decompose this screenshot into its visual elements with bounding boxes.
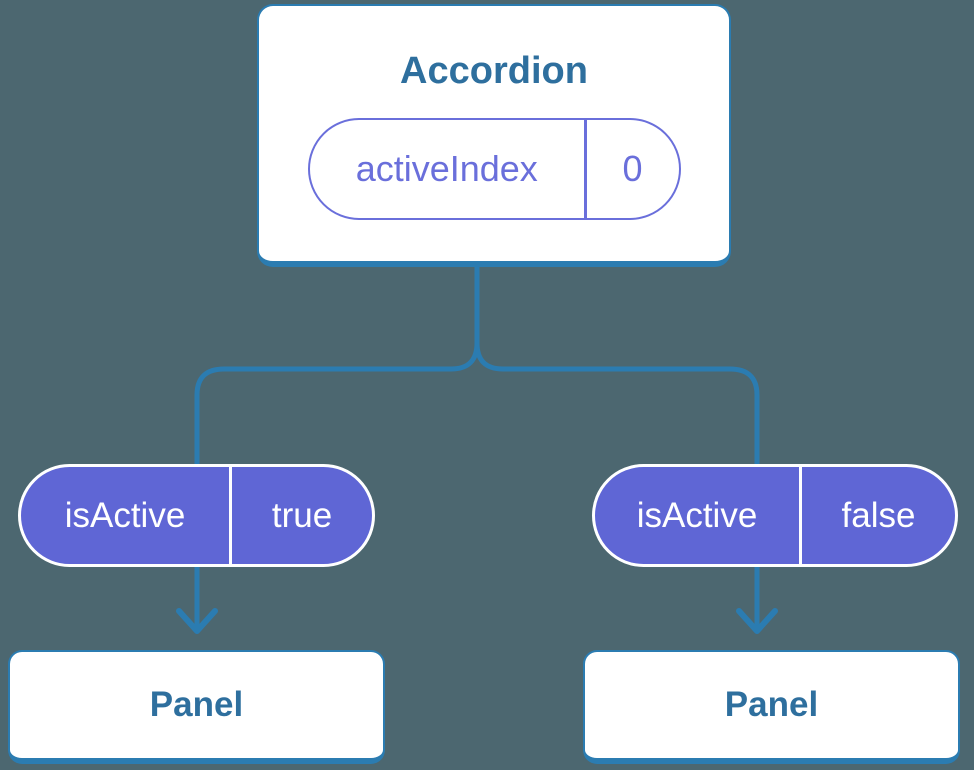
component-title: Accordion	[400, 50, 588, 92]
panel-card-left: Panel	[8, 650, 385, 764]
pill-divider	[799, 467, 802, 564]
state-value: 0	[622, 148, 643, 189]
branch-right-line	[474, 340, 760, 629]
accordion-component-card: Accordion activeIndex 0	[257, 4, 731, 267]
arrow-down-icon	[736, 608, 778, 634]
pill-divider	[229, 467, 232, 564]
panel-card-right: Panel	[583, 650, 960, 764]
arrow-down-icon	[176, 608, 218, 634]
prop-pill-isactive-true: isActive true	[18, 464, 375, 567]
state-pill-activeindex: activeIndex 0	[307, 118, 681, 220]
prop-pill-isactive-false: isActive false	[592, 464, 958, 567]
panel-title: Panel	[724, 685, 819, 724]
branch-left-line	[194, 249, 480, 629]
pill-divider	[584, 120, 587, 218]
prop-name: isActive	[636, 495, 758, 535]
prop-value: true	[271, 495, 333, 535]
panel-title: Panel	[149, 685, 244, 724]
prop-name: isActive	[64, 495, 186, 535]
prop-value: false	[841, 495, 916, 535]
state-name: activeIndex	[355, 148, 538, 189]
